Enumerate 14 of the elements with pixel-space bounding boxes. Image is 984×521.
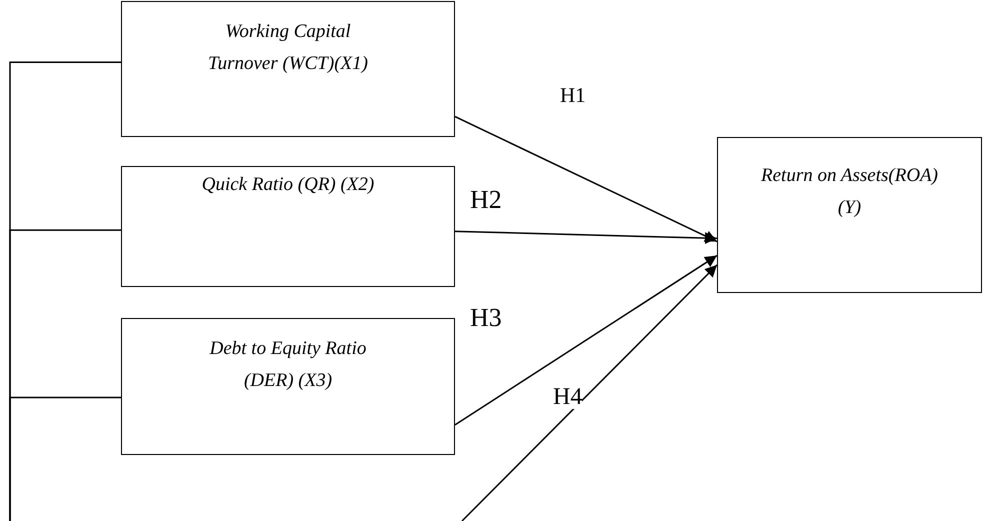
edge-label: H4	[553, 385, 582, 409]
arrow	[454, 254, 718, 426]
variable-box	[717, 137, 982, 293]
variable-label: Quick Ratio (QR) (X2)	[200, 173, 376, 197]
variable-label: Debt to Equity Ratio (DER) (X3)	[208, 337, 368, 393]
variable-label: Working Capital Turnover (WCT)(X1)	[207, 20, 369, 76]
arrow	[454, 116, 718, 242]
variable-box	[121, 1, 455, 137]
arrow	[454, 230, 718, 244]
variable-label: Return on Assets(ROA) (Y)	[760, 164, 939, 220]
variable-box	[121, 166, 455, 287]
arrow	[461, 264, 718, 521]
variable-box	[121, 318, 455, 455]
connector-line	[9, 396, 121, 521]
